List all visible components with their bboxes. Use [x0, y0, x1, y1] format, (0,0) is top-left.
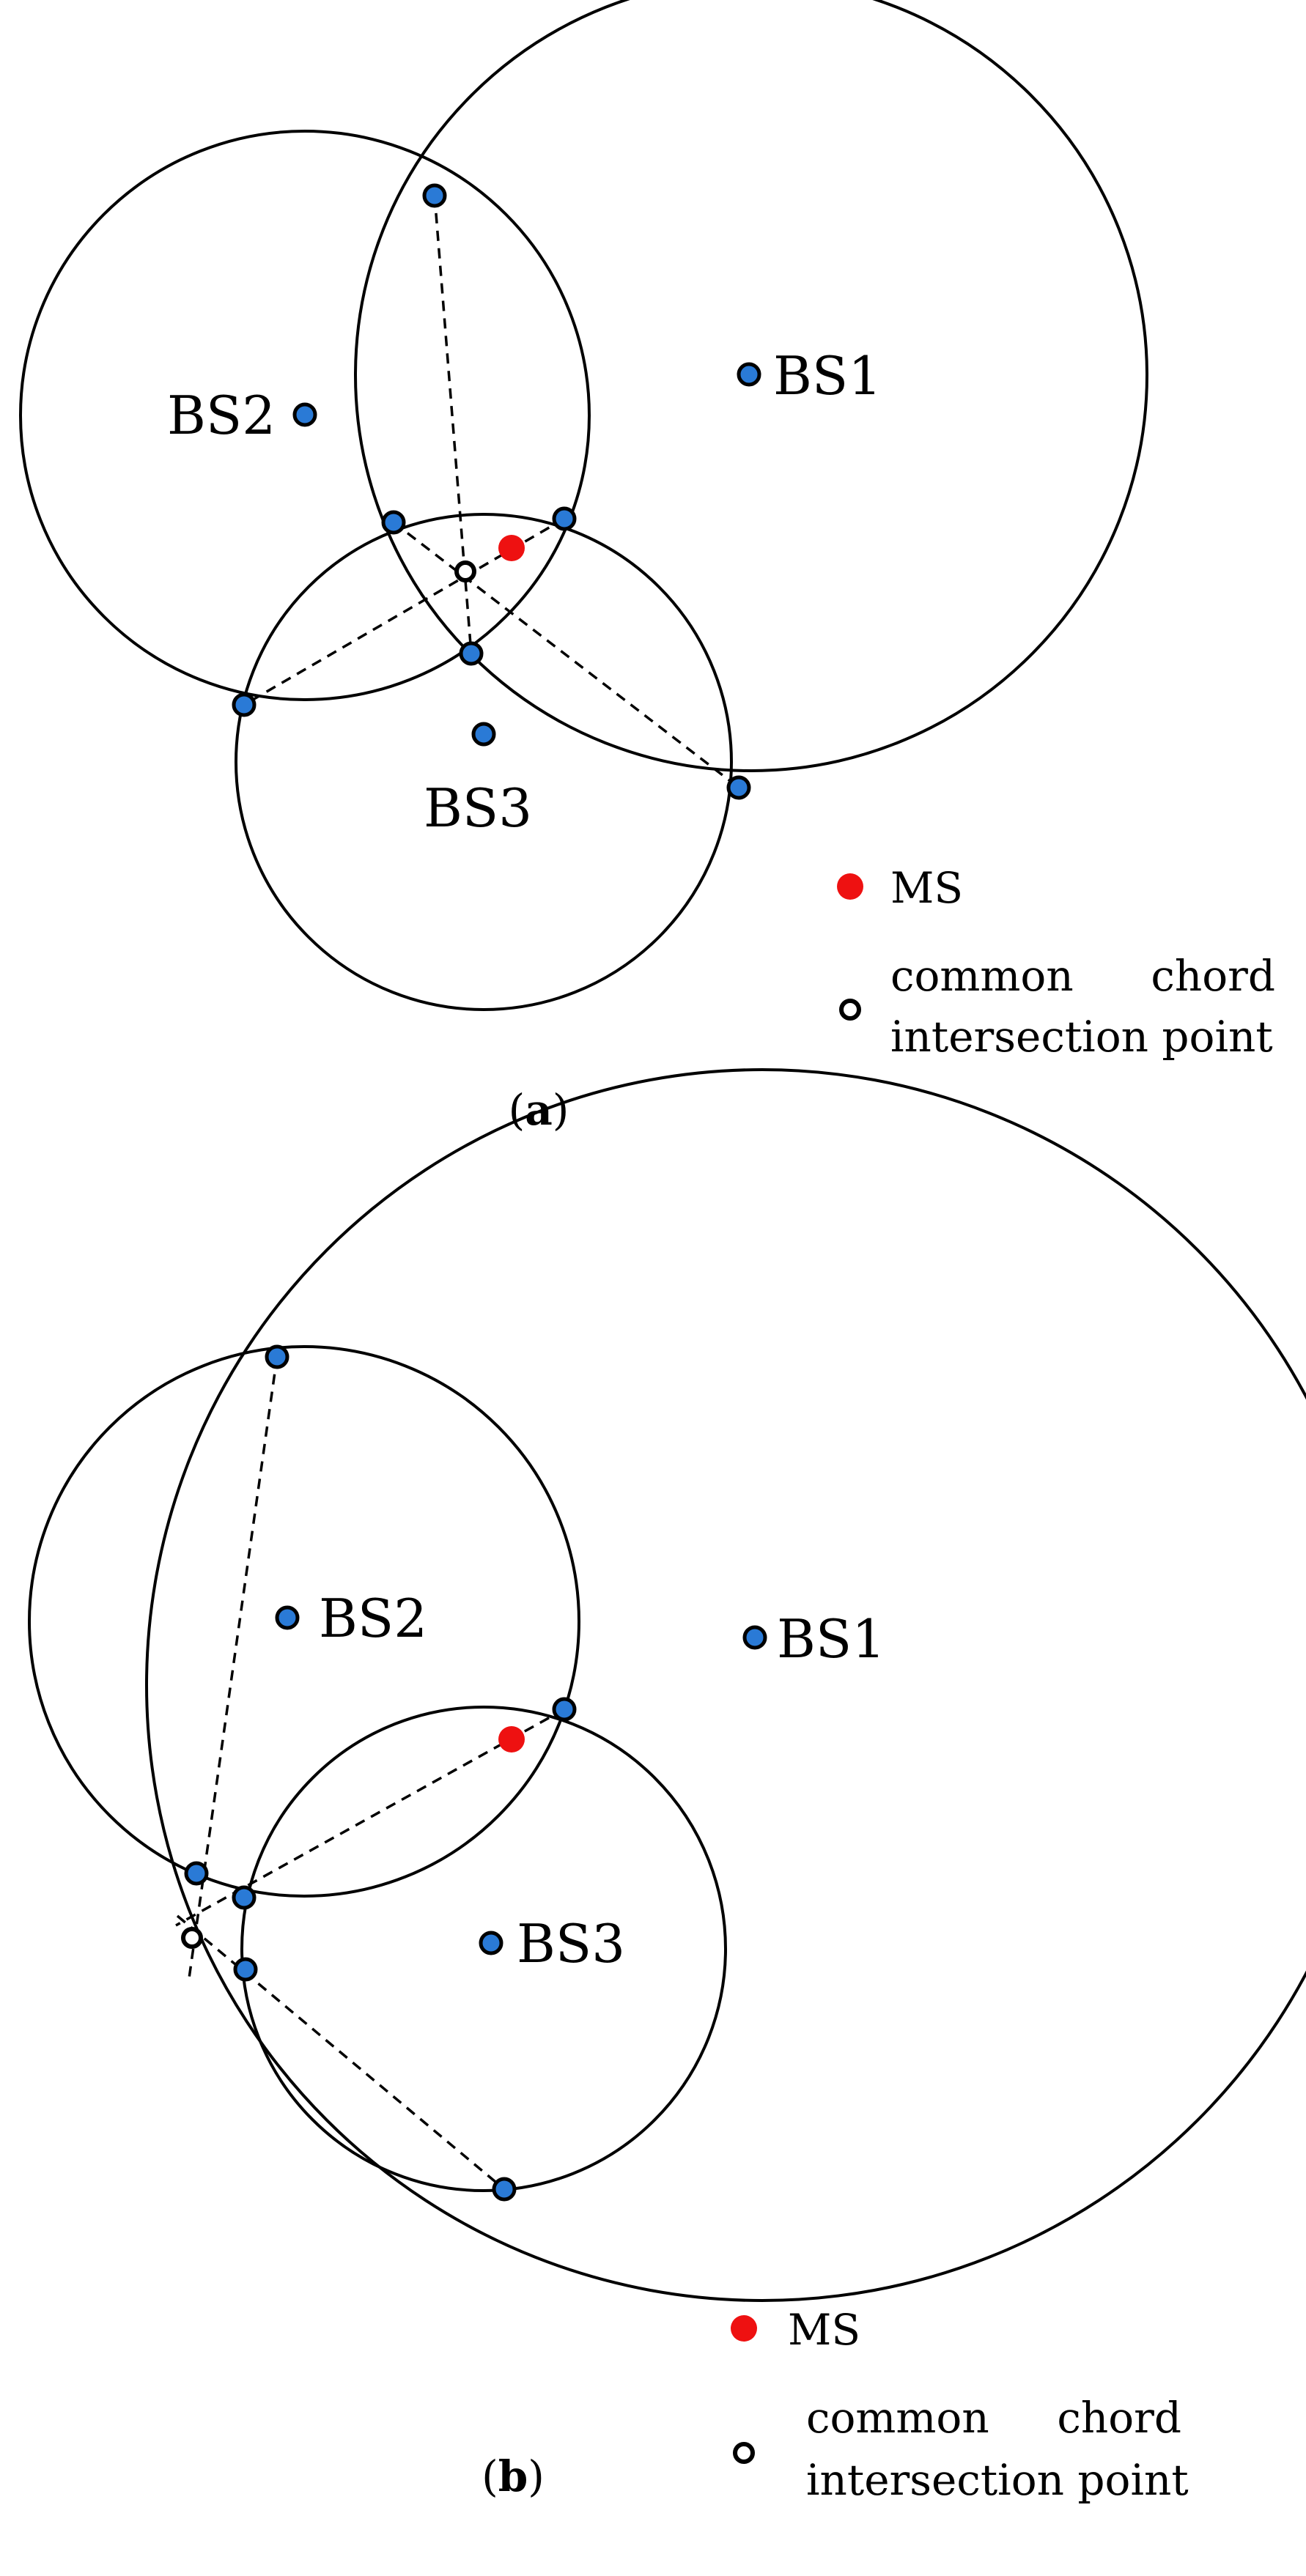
circle-bs1: [354, 0, 1148, 772]
legend-ccp-word1: common: [890, 951, 1074, 1001]
legend-ccp-word1: common: [806, 2393, 989, 2443]
legend-ccp-line2: intersection point: [890, 1012, 1273, 1062]
legend-ccp-word2: chord: [1151, 951, 1275, 1001]
legend-ccp-marker: [839, 999, 861, 1021]
legend-ccp-word2: chord: [1057, 2393, 1181, 2443]
bs2-label: BS2: [319, 1588, 427, 1649]
circle-bs2: [19, 130, 591, 701]
chord-bs1-bs3: [176, 1914, 506, 2191]
intersection-point: [552, 1697, 577, 1722]
legend-ms-marker: [837, 873, 863, 900]
chord-bs1-bs2: [433, 195, 473, 654]
bs3-point: [479, 1931, 503, 1955]
intersection-point: [232, 1885, 257, 1910]
intersection-point: [459, 641, 484, 666]
legend-ms-marker: [731, 2315, 757, 2342]
intersection-point: [265, 1344, 289, 1369]
intersection-point: [552, 506, 577, 531]
legend-ccp-marker: [733, 2442, 755, 2464]
intersection-point: [184, 1861, 209, 1886]
bs3-label: BS3: [517, 1913, 625, 1974]
caption-a: (a): [509, 1085, 569, 1135]
bs2-point: [292, 402, 317, 427]
bs2-point: [275, 1605, 300, 1630]
legend-b: MS common chord intersection point: [731, 2305, 1189, 2505]
bs1-point: [742, 1625, 767, 1650]
circle-bs3: [240, 1706, 727, 2192]
circle-bs2: [28, 1345, 580, 1898]
bs3-point: [471, 722, 496, 747]
intersection-point: [422, 183, 447, 208]
panel-a: BS1 BS2 BS3 MS common chord intersection…: [19, 0, 1275, 1135]
intersection-point: [232, 692, 257, 717]
legend-ccp-line2: intersection point: [806, 2455, 1189, 2505]
chord-bs1-bs2: [188, 1356, 278, 1979]
bs3-label: BS3: [424, 777, 532, 839]
bs1-label: BS1: [777, 1608, 885, 1670]
ms-point: [498, 535, 525, 561]
intersection-point: [492, 2177, 517, 2202]
chord-bs1-bs3: [392, 521, 740, 789]
bs1-label: BS1: [773, 345, 882, 407]
bs1-point: [737, 362, 761, 387]
legend-a: MS common chord intersection point: [837, 863, 1275, 1062]
legend-ms-label: MS: [890, 863, 963, 913]
intersection-point: [726, 775, 751, 800]
intersection-point: [233, 1957, 258, 1982]
ms-point: [498, 1726, 525, 1753]
bs2-label: BS2: [167, 385, 276, 446]
circle-bs3: [235, 513, 733, 1011]
circle-bs1: [145, 1068, 1306, 2302]
caption-b: (b): [482, 2451, 545, 2501]
intersection-point: [381, 510, 406, 535]
common-chord-intersection-point: [454, 560, 476, 582]
common-chord-intersection-point: [181, 1927, 203, 1949]
legend-ms-label: MS: [788, 2305, 860, 2355]
panel-b: BS1 BS2 BS3 MS common chord intersection…: [28, 1068, 1306, 2505]
